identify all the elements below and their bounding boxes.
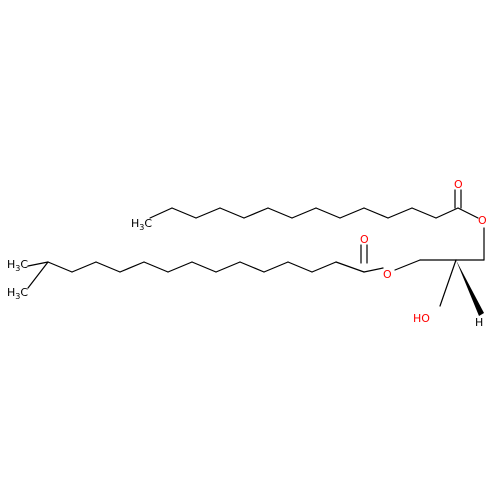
upper-chain-bond-9 <box>363 207 389 219</box>
branch-top-bond-0 <box>27 261 49 267</box>
hydroxyl-label: HO <box>413 312 430 325</box>
stereo-hydrogen-label: H <box>475 316 483 329</box>
lower-chain-bond-4 <box>143 261 169 273</box>
lower-chain-bond-3 <box>119 261 145 273</box>
methyl-label-branch-bottom: H3C <box>7 286 28 301</box>
lower-chain-bond-1 <box>71 261 97 273</box>
upper-chain-bond-7 <box>315 207 341 219</box>
upper-chain-bond-2 <box>195 207 221 219</box>
carbonyl-double-bond-1 <box>454 189 462 209</box>
upper-chain-bond-11 <box>411 207 437 219</box>
branch-bottom-bond-0 <box>27 261 49 289</box>
carbonyl-double-bond-2 <box>360 244 368 264</box>
lower-chain-bond-8 <box>239 261 265 273</box>
lower-chain-bond-11 <box>311 261 337 273</box>
ester-oxygen-1: O <box>478 214 487 227</box>
upper-chain-bond-4 <box>243 207 269 219</box>
backbone-bond-0 <box>394 259 421 271</box>
lower-acyl-chain <box>27 261 384 289</box>
upper-chain-bond-5 <box>267 207 293 219</box>
ester-oxygen-2: O <box>383 268 392 281</box>
upper-acyl-chain <box>149 207 479 219</box>
lower-chain-bond-6 <box>191 261 217 273</box>
upper-chain-bond-8 <box>339 207 365 219</box>
lower-chain-bond-13 <box>363 267 384 273</box>
lower-chain-bond-9 <box>263 261 289 273</box>
upper-chain-bond-12 <box>435 207 459 219</box>
carbonyl-oxygen-2: O <box>360 233 369 246</box>
upper-chain-bond-3 <box>219 207 245 219</box>
lower-chain-bond-5 <box>167 261 193 273</box>
lower-chain-bond-10 <box>287 261 313 273</box>
upper-chain-bond-10 <box>387 207 413 219</box>
stereo-wedge-bond <box>456 260 484 316</box>
upper-chain-bond-1 <box>171 207 197 219</box>
lower-chain-bond-2 <box>95 261 121 273</box>
glycerol-backbone <box>394 227 485 307</box>
upper-chain-bond-6 <box>291 207 317 219</box>
lower-chain-bond-0 <box>47 261 73 273</box>
methyl-label-branch-top: H3C <box>7 258 28 273</box>
lower-chain-bond-12 <box>335 261 365 273</box>
carbonyl-oxygen-1: O <box>454 178 463 191</box>
hydroxyl-bond-0 <box>439 259 457 307</box>
lower-chain-bond-7 <box>215 261 241 273</box>
upper-chain-bond-13 <box>457 207 479 219</box>
upper-chain-bond-0 <box>149 207 173 219</box>
methyl-label-chain1: H3C <box>131 217 152 232</box>
